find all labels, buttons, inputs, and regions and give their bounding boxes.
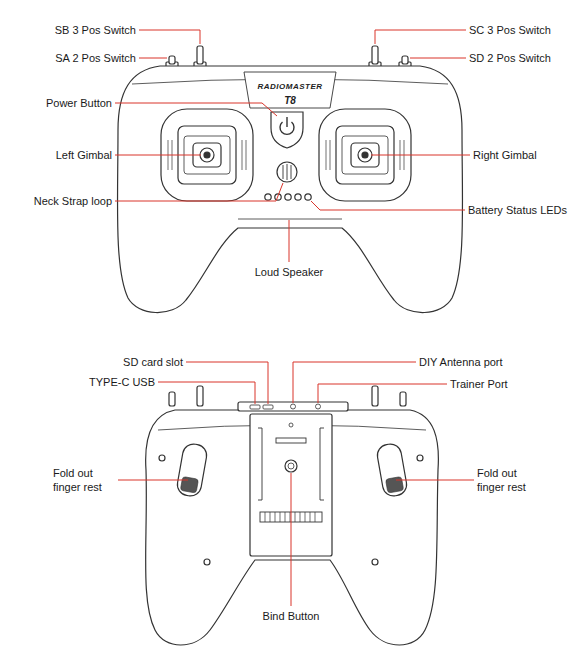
port-label: TYPE-C USB	[89, 375, 155, 389]
screw	[417, 455, 423, 461]
power-button	[271, 112, 303, 148]
gimbal-stick	[204, 152, 210, 158]
gimbal-stick	[200, 148, 214, 162]
part-label: Left Gimbal	[56, 148, 112, 162]
gimbal-stick	[362, 152, 368, 158]
part-label: Bind Button	[263, 609, 320, 623]
switch-label: SB 3 Pos Switch	[55, 23, 136, 37]
battery-led	[295, 194, 301, 200]
battery-contacts	[265, 512, 315, 522]
screw	[289, 423, 293, 427]
port-label: Trainer Port	[450, 377, 508, 391]
leader-line	[318, 384, 447, 403]
switch-lever	[197, 386, 203, 406]
part-label: Right Gimbal	[473, 148, 537, 162]
switch-lever	[372, 386, 378, 406]
screw	[372, 559, 378, 565]
leader-line	[410, 58, 466, 59]
screw	[204, 559, 210, 565]
screw	[159, 455, 165, 461]
antenna-port	[291, 404, 296, 409]
battery-led	[265, 194, 271, 200]
finger-rest-grip	[180, 476, 198, 493]
switch-label: SD 2 Pos Switch	[469, 51, 551, 65]
port-label: DIY Antenna port	[419, 355, 503, 369]
leader-line	[115, 103, 277, 116]
part-label: Battery Status LEDs	[468, 203, 567, 217]
leader-line	[289, 220, 290, 262]
trainer-port	[316, 404, 321, 409]
leader-lines	[115, 30, 474, 606]
battery-led	[305, 194, 311, 200]
part-label: Power Button	[46, 96, 112, 110]
switch-lever	[400, 392, 406, 406]
switch-label: SA 2 Pos Switch	[55, 51, 136, 65]
leader-line	[115, 155, 201, 156]
bind-button	[285, 460, 297, 472]
switch-label: SC 3 Pos Switch	[469, 23, 551, 37]
leader-line	[375, 30, 466, 44]
bind-button	[288, 463, 294, 469]
leader-line	[293, 362, 416, 403]
leader-line	[311, 201, 465, 210]
port-label: SD card slot	[123, 355, 183, 369]
part-label: Fold out finger rest	[477, 466, 539, 495]
toggle-switches	[166, 46, 411, 68]
sd-slot	[263, 405, 273, 409]
gimbal-stick	[358, 148, 372, 162]
switch-lever	[169, 392, 175, 406]
battery-slot	[276, 438, 306, 443]
finger-rest	[176, 442, 209, 497]
finger-rest	[376, 442, 409, 497]
front-view	[117, 46, 462, 313]
battery-led	[285, 194, 291, 200]
finger-rest-grip	[386, 476, 404, 493]
leader-line	[186, 362, 268, 404]
switch-lever	[197, 46, 203, 64]
leader-line	[139, 58, 167, 59]
leader-line	[158, 382, 255, 404]
switch-lever	[402, 56, 408, 64]
leader-line	[118, 480, 188, 481]
leader-line	[371, 155, 470, 156]
part-label: Loud Speaker	[255, 265, 324, 279]
brand-logo: RADIOMASTER	[257, 83, 322, 92]
power-icon	[286, 117, 287, 127]
part-label: Neck Strap loop	[34, 194, 112, 208]
model-name: T8	[284, 95, 296, 106]
back-view	[146, 386, 439, 645]
controller-body	[146, 410, 439, 645]
neck-strap-loop	[283, 164, 291, 180]
leader-line	[291, 473, 292, 606]
speaker-edge	[238, 219, 342, 220]
part-label: Fold out finger rest	[53, 466, 115, 495]
leader-line	[396, 480, 474, 481]
switch-lever	[169, 56, 175, 64]
switch-lever	[372, 46, 378, 64]
leader-line	[139, 30, 200, 44]
usb-port	[250, 405, 260, 409]
leader-line	[115, 183, 283, 201]
neck-strap-loop	[277, 162, 297, 182]
